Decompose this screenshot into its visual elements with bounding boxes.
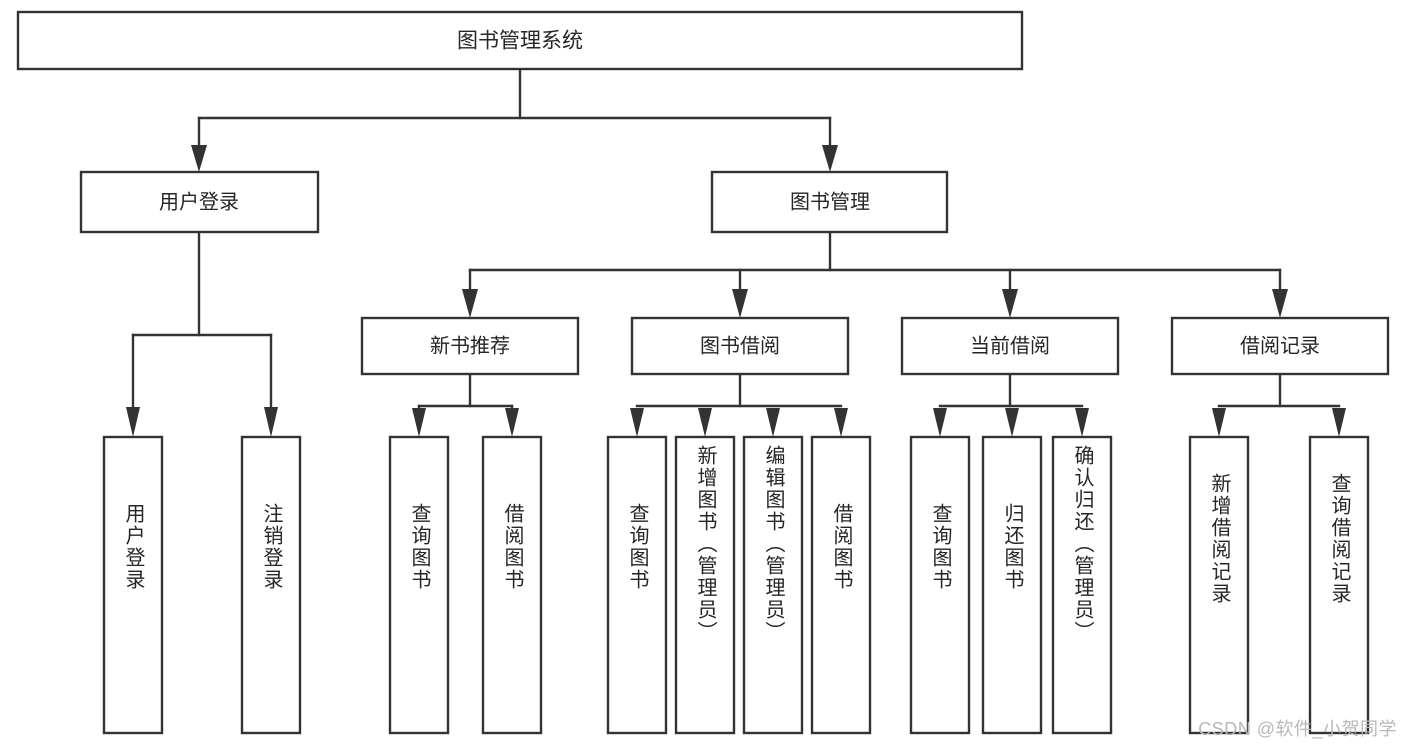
leaf-box-add-book[interactable] bbox=[674, 435, 736, 735]
node-new-book-recommend[interactable]: 新书推荐 bbox=[360, 316, 580, 376]
arrow-leaf-query-record bbox=[1332, 408, 1346, 437]
arrow-leaf-edit-book bbox=[766, 408, 780, 437]
arrow-leaf-add-record bbox=[1212, 408, 1226, 437]
node-current-borrow-box[interactable] bbox=[900, 316, 1120, 376]
node-user-login[interactable]: 用户登录 bbox=[79, 170, 320, 234]
node-current-borrow-label: 当前借阅 bbox=[970, 334, 1050, 357]
node-root[interactable]: 图书管理系统 bbox=[16, 10, 1024, 71]
node-new-book-recommend-label: 新书推荐 bbox=[430, 334, 510, 357]
node-borrow-record[interactable]: 借阅记录 bbox=[1170, 316, 1390, 376]
connector-layer bbox=[126, 67, 1346, 437]
arrow-leaf-return-book bbox=[1005, 408, 1019, 437]
leaf-box-query-book-3[interactable] bbox=[909, 435, 971, 735]
node-book-borrow-box[interactable] bbox=[630, 316, 850, 376]
leaf-box-query-book-2[interactable] bbox=[606, 435, 668, 735]
arrow-leaf-query-book-1 bbox=[412, 408, 426, 437]
node-root-label: 图书管理系统 bbox=[457, 30, 583, 53]
leaf-box-edit-book[interactable] bbox=[742, 435, 804, 735]
node-book-manage-label: 图书管理 bbox=[790, 190, 870, 213]
leaf-box-query-record[interactable] bbox=[1308, 435, 1370, 735]
node-book-manage-box[interactable] bbox=[710, 170, 949, 234]
arrow-leaf-borrow-book-2 bbox=[834, 408, 848, 437]
arrow-leaf-borrow-book-1 bbox=[505, 408, 519, 437]
node-new-book-recommend-box[interactable] bbox=[360, 316, 580, 376]
csdn-watermark: CSDN @软件_小贺同学 bbox=[1198, 719, 1397, 739]
node-user-login-label: 用户登录 bbox=[159, 190, 239, 213]
leaf-box-layer bbox=[102, 435, 1370, 735]
arrow-leaf-add-book bbox=[698, 408, 712, 437]
arrow-leaf-query-book-2 bbox=[630, 408, 644, 437]
arrow-to-user-login bbox=[191, 145, 207, 172]
arrow-new-book-recommend bbox=[462, 289, 478, 318]
leaf-box-add-record[interactable] bbox=[1188, 435, 1250, 735]
arrow-book-borrow bbox=[732, 289, 748, 318]
leaf-box-borrow-book-2[interactable] bbox=[810, 435, 872, 735]
node-book-borrow[interactable]: 图书借阅 bbox=[630, 316, 850, 376]
node-book-manage[interactable]: 图书管理 bbox=[710, 170, 949, 234]
arrow-current-borrow bbox=[1002, 289, 1018, 318]
node-root-box[interactable] bbox=[16, 10, 1024, 71]
arrow-leaf-query-book-3 bbox=[933, 408, 947, 437]
arrow-to-book-manage bbox=[822, 145, 838, 172]
arrow-leaf-logout bbox=[264, 407, 278, 437]
leaf-box-confirm-return[interactable] bbox=[1051, 435, 1113, 735]
arrow-borrow-record bbox=[1272, 289, 1288, 318]
node-user-login-box[interactable] bbox=[79, 170, 320, 234]
node-book-borrow-label: 图书借阅 bbox=[700, 334, 780, 357]
leaf-box-query-book-1[interactable] bbox=[388, 435, 450, 735]
node-borrow-record-label: 借阅记录 bbox=[1240, 334, 1320, 357]
leaf-box-logout[interactable] bbox=[240, 435, 302, 735]
arrow-leaf-user-login bbox=[126, 407, 140, 437]
leaf-box-return-book[interactable] bbox=[981, 435, 1043, 735]
leaf-box-borrow-book-1[interactable] bbox=[481, 435, 543, 735]
leaf-box-user-login[interactable] bbox=[102, 435, 164, 735]
node-borrow-record-box[interactable] bbox=[1170, 316, 1390, 376]
arrow-leaf-confirm-return bbox=[1075, 408, 1089, 437]
node-current-borrow[interactable]: 当前借阅 bbox=[900, 316, 1120, 376]
